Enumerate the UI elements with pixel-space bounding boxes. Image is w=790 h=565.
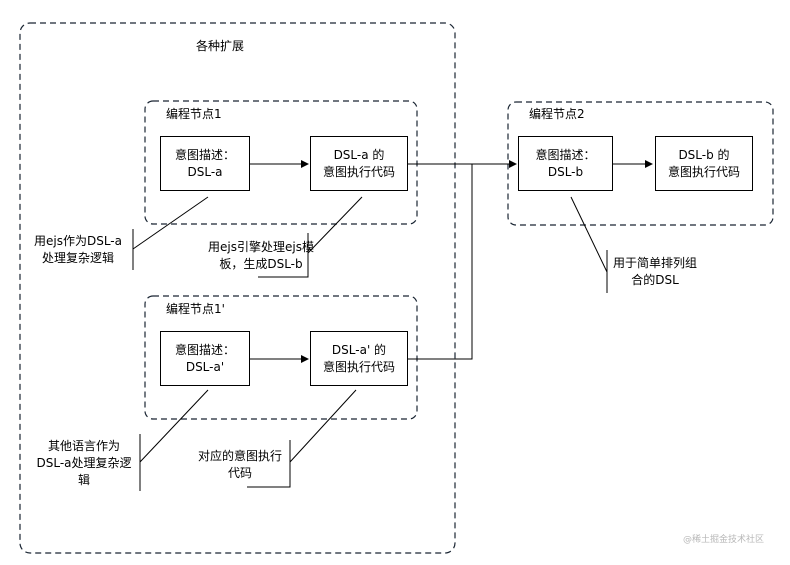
node2-label: 编程节点2 [529,107,585,121]
node1-code-text: DSL-a 的 意图执行代码 [322,147,395,179]
note-ejs-dsl-a: 用ejs作为DSL-a 处理复杂逻辑 [34,234,122,265]
callout-ejs-engine-bracket [258,233,309,278]
node1p-desc-box: 意图描述： DSL-a' [160,331,250,386]
callout-other-lang-line [139,389,209,463]
node2-desc-text: 意图描述： DSL-b [535,147,596,179]
note-ejs-engine: 用ejs引擎处理ejs模 板，生成DSL-b [208,240,314,271]
outer-group-border [19,22,456,554]
node1p-desc-text: 意图描述： DSL-a' [174,342,235,374]
node1p-label: 编程节点1' [166,302,225,316]
node2-desc-box: 意图描述： DSL-b [518,136,613,191]
callout-ejs-engine-line [307,196,363,254]
node1-desc-box: 意图描述： DSL-a [160,136,250,191]
callout-intent-code-line [289,389,357,463]
node1-label: 编程节点1 [166,107,222,121]
callout-ejs-dsl-a-line [132,196,209,250]
node2-code-text: DSL-b 的 意图执行代码 [667,147,740,179]
node1p-to-node2-connector [408,164,473,360]
node1p-group-border [144,295,418,420]
node1-desc-text: 意图描述： DSL-a [174,147,235,179]
watermark: @稀土掘金技术社区 [683,535,765,545]
outer-group-label: 各种扩展 [196,39,245,53]
node1p-code-text: DSL-a' 的 意图执行代码 [322,342,395,374]
note-simple-combo: 用于简单排列组 合的DSL [612,256,697,287]
note-other-lang: 其他语言作为 DSL-a处理复杂逻 辑 [36,438,132,487]
callout-simple-combo-line [570,196,608,273]
node1p-code-box: DSL-a' 的 意图执行代码 [310,331,408,386]
node1-group-border [144,100,418,225]
node2-code-box: DSL-b 的 意图执行代码 [655,136,753,191]
callout-intent-code-bracket [247,440,291,488]
node1-code-box: DSL-a 的 意图执行代码 [310,136,408,191]
note-intent-code: 对应的意图执行 代码 [197,449,282,480]
